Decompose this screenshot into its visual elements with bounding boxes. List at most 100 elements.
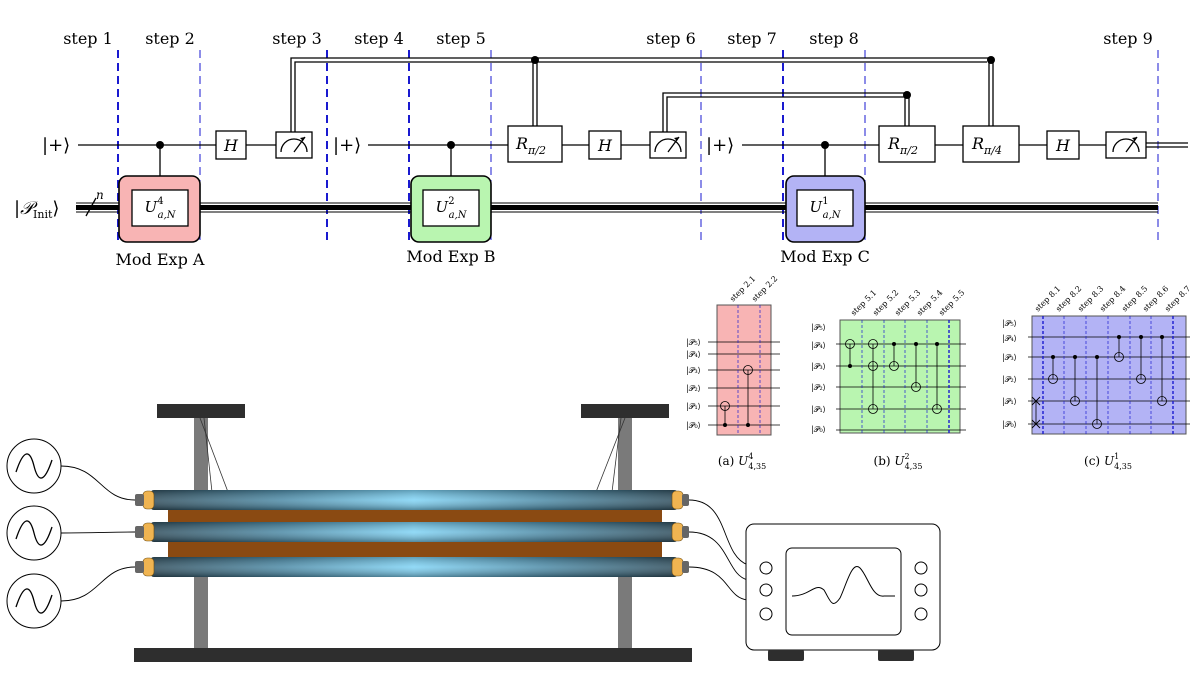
input-cables	[60, 465, 136, 602]
base-plate	[134, 648, 692, 662]
step-label-4: step 4	[354, 29, 404, 48]
ket-plus-3: |+⟩	[706, 135, 734, 156]
svg-text:|𝒫₅⟩: |𝒫₅⟩	[811, 323, 826, 332]
rotation-gate-2[interactable]: Rπ/2	[878, 125, 936, 163]
svg-text:|𝒫₅⟩: |𝒫₅⟩	[686, 338, 701, 347]
init-register-label: |𝒫Init⟩	[14, 198, 59, 221]
step-label-9: step 9	[1103, 29, 1153, 48]
scope-knob	[759, 583, 773, 597]
mod-exp-b-label: Mod Exp B	[406, 247, 495, 266]
init-close: ⟩	[52, 198, 59, 219]
svg-text:Rπ/2: Rπ/2	[887, 134, 918, 157]
control-dot	[531, 56, 539, 64]
control-dot	[987, 56, 995, 64]
sine-wave-icon	[15, 520, 53, 546]
init-ket: |𝒫	[14, 198, 38, 219]
svg-text:|𝒫₄⟩: |𝒫₄⟩	[811, 341, 826, 350]
svg-text:|𝒫₁⟩: |𝒫₁⟩	[811, 405, 826, 414]
top-plate-right	[581, 404, 669, 418]
svg-text:|𝒫₃⟩: |𝒫₃⟩	[811, 362, 826, 371]
step-label-6: step 6	[646, 29, 696, 48]
svg-text:|𝒫₃⟩: |𝒫₃⟩	[1002, 353, 1017, 362]
signal-generator-2[interactable]	[6, 505, 62, 561]
sine-wave-icon	[15, 588, 53, 614]
svg-text:|𝒫₃⟩: |𝒫₃⟩	[686, 366, 701, 375]
measurement-gate-1[interactable]	[275, 131, 313, 159]
copper-layer-1	[168, 508, 662, 524]
scope-knob	[759, 561, 773, 575]
svg-text:|𝒫₁⟩: |𝒫₁⟩	[686, 402, 701, 411]
svg-text:|𝒫₅⟩: |𝒫₅⟩	[1002, 319, 1017, 328]
rotation-gate-3[interactable]: Rπ/4	[962, 125, 1020, 163]
top-plate-left	[157, 404, 245, 418]
rotation-gate-1[interactable]: Rπ/2	[507, 125, 563, 163]
svg-text:U2a,N: U2a,N	[436, 196, 468, 221]
tube-1	[150, 490, 678, 510]
subcircuit-b: |𝒫₅⟩ |𝒫₄⟩ |𝒫₃⟩ |𝒫₂⟩ |𝒫₁⟩ |𝒫₀⟩	[811, 288, 966, 471]
svg-text:H: H	[223, 136, 239, 155]
waveform-trace	[791, 566, 895, 604]
hardware-setup	[6, 404, 941, 662]
ket-plus-2: |+⟩	[333, 135, 361, 156]
step-label-2: step 2	[145, 29, 195, 48]
tube-2	[150, 522, 678, 542]
step-labels: step 1 step 2 step 3 step 4 step 5 step …	[63, 29, 1153, 48]
svg-text:H: H	[1055, 136, 1071, 155]
scope-knob	[759, 607, 773, 621]
hadamard-gate-1[interactable]: H	[215, 130, 247, 160]
svg-text:|𝒫₀⟩: |𝒫₀⟩	[811, 425, 826, 434]
svg-text:Rπ/4: Rπ/4	[971, 134, 1002, 157]
scope-knob	[914, 583, 928, 597]
svg-text:|𝒫₂⟩: |𝒫₂⟩	[811, 383, 826, 392]
subcircuit-c: |𝒫₅⟩ |𝒫₄⟩ |𝒫₃⟩ |𝒫₂⟩ |𝒫₁⟩ |𝒫₀⟩	[1002, 284, 1192, 471]
svg-text:|𝒫₂⟩: |𝒫₂⟩	[1002, 375, 1017, 384]
svg-text:|𝒫₁⟩: |𝒫₁⟩	[1002, 397, 1017, 406]
signal-generator-1[interactable]	[6, 438, 62, 494]
scope-knob	[914, 561, 928, 575]
bus-slash	[85, 197, 97, 217]
scope-knob	[914, 607, 928, 621]
sine-wave-icon	[15, 453, 53, 479]
measurement-gate-2[interactable]	[649, 131, 687, 159]
output-cables	[688, 499, 749, 601]
hadamard-gate-3[interactable]: H	[1046, 130, 1080, 160]
svg-text:|𝒫₀⟩: |𝒫₀⟩	[686, 421, 701, 430]
svg-text:|𝒫₂⟩: |𝒫₂⟩	[686, 384, 701, 393]
step-label-1: step 1	[63, 29, 113, 48]
hadamard-gate-2[interactable]: H	[588, 130, 622, 160]
svg-text:U4a,N: U4a,N	[145, 196, 177, 221]
ket-plus-1: |+⟩	[42, 135, 70, 156]
svg-text:|𝒫₄⟩: |𝒫₄⟩	[686, 350, 701, 359]
svg-text:H: H	[597, 136, 613, 155]
mod-exp-c-label: Mod Exp C	[780, 247, 870, 266]
tube-3	[150, 557, 678, 577]
control-dot	[903, 91, 911, 99]
svg-text:U1a,N: U1a,N	[810, 196, 842, 221]
signal-generator-3[interactable]	[6, 573, 62, 629]
oscilloscope-screen	[785, 547, 902, 636]
measurement-gate-3[interactable]	[1105, 131, 1147, 159]
classical-wires	[290, 57, 1188, 148]
scope-foot	[768, 650, 804, 661]
control-dot	[447, 141, 455, 149]
register-bus: n	[76, 188, 1158, 217]
control-dot	[821, 141, 829, 149]
scope-foot	[878, 650, 914, 661]
step-label-3: step 3	[272, 29, 322, 48]
init-sub: Init	[33, 208, 53, 221]
svg-text:|𝒫₀⟩: |𝒫₀⟩	[1002, 420, 1017, 429]
oscilloscope[interactable]	[688, 499, 941, 661]
svg-text:|𝒫Init⟩: |𝒫Init⟩	[14, 198, 59, 221]
control-dot	[156, 141, 164, 149]
svg-text:|𝒫₄⟩: |𝒫₄⟩	[1002, 334, 1017, 343]
bus-width-label: n	[96, 188, 104, 202]
mod-exp-a-label: Mod Exp A	[116, 250, 205, 269]
svg-text:Rπ/2: Rπ/2	[515, 134, 546, 157]
